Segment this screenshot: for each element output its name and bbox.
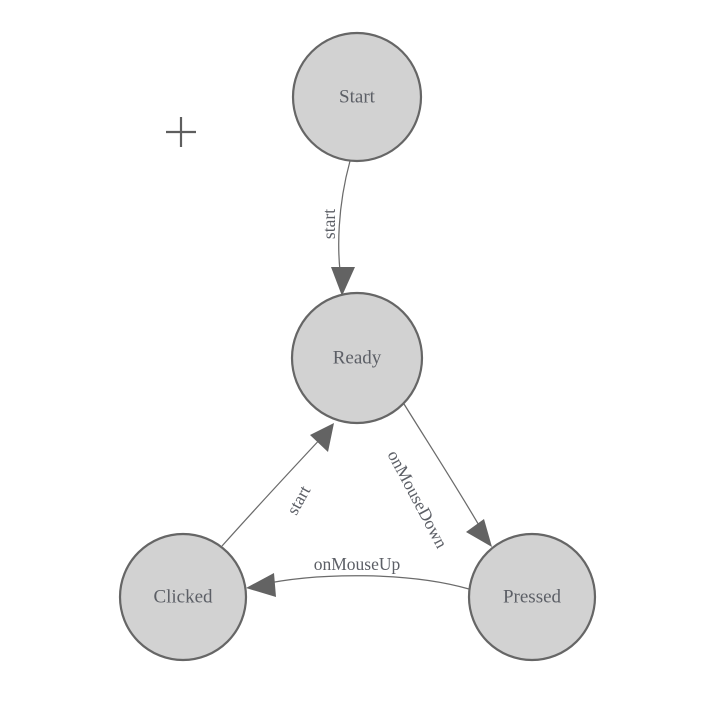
- edge-start-to-ready[interactable]: start: [319, 160, 355, 296]
- edge-ready-to-pressed[interactable]: onMouseDown: [384, 403, 492, 552]
- nodes-layer: Start Ready Clicked Pressed: [118, 31, 597, 662]
- node-start-circle[interactable]: [291, 31, 423, 163]
- edge-pressed-to-clicked[interactable]: onMouseUp: [246, 554, 470, 597]
- node-pressed-circle[interactable]: [467, 532, 597, 662]
- node-start[interactable]: Start: [291, 31, 423, 163]
- edge-pressed-to-clicked-arrowhead: [246, 573, 276, 597]
- edge-pressed-to-clicked-label: onMouseUp: [314, 554, 401, 574]
- edge-clicked-to-ready-path[interactable]: [221, 434, 325, 547]
- edge-clicked-to-ready[interactable]: start: [221, 423, 334, 547]
- edge-start-to-ready-label: start: [319, 209, 339, 239]
- node-clicked-circle[interactable]: [118, 532, 248, 662]
- edge-clicked-to-ready-label: start: [282, 482, 314, 518]
- edge-pressed-to-clicked-path[interactable]: [258, 575, 470, 590]
- node-pressed[interactable]: Pressed: [467, 532, 597, 662]
- edge-ready-to-pressed-arrowhead: [466, 519, 492, 547]
- edge-start-to-ready-arrowhead: [331, 267, 355, 296]
- node-ready[interactable]: Ready: [290, 291, 424, 425]
- node-ready-circle[interactable]: [290, 291, 424, 425]
- edge-ready-to-pressed-path[interactable]: [403, 403, 485, 535]
- plus-crosshair-icon[interactable]: [166, 117, 196, 147]
- edge-ready-to-pressed-label: onMouseDown: [384, 447, 452, 552]
- edge-clicked-to-ready-arrowhead: [310, 423, 334, 452]
- node-clicked[interactable]: Clicked: [118, 532, 248, 662]
